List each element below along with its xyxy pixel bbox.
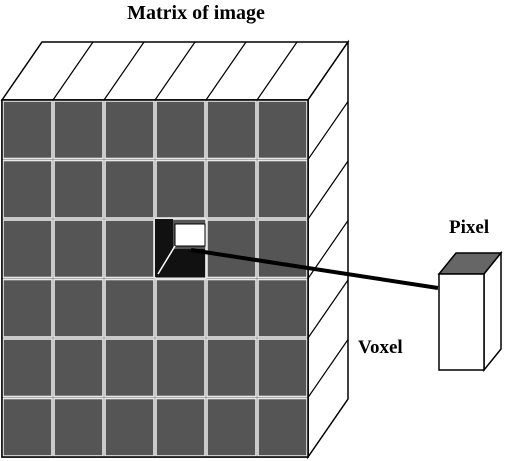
voxel-connector-line bbox=[190, 248, 439, 290]
matrix-cell bbox=[2, 100, 53, 160]
front-face-border bbox=[1, 99, 309, 458]
top-face-divider bbox=[205, 41, 247, 101]
matrix-cell bbox=[155, 278, 206, 338]
image-matrix bbox=[0, 39, 350, 460]
matrix-cell bbox=[104, 338, 155, 398]
matrix-cell bbox=[206, 278, 257, 338]
side-face-divider bbox=[307, 160, 349, 220]
matrix-cell bbox=[155, 338, 206, 398]
matrix-cell bbox=[104, 219, 155, 279]
matrix-cell bbox=[2, 159, 53, 219]
matrix-cell bbox=[257, 338, 308, 398]
matrix-cell bbox=[53, 278, 104, 338]
matrix-cell bbox=[155, 100, 206, 160]
matrix-cell bbox=[257, 397, 308, 457]
matrix-cell bbox=[257, 219, 308, 279]
side-face-divider bbox=[307, 101, 349, 160]
highlighted-voxel bbox=[154, 218, 207, 280]
matrix-cell bbox=[53, 100, 104, 160]
matrix-cell bbox=[206, 397, 257, 457]
pixel-cube bbox=[437, 250, 503, 373]
voxel-edge bbox=[157, 245, 176, 275]
voxel-label: Voxel bbox=[358, 337, 403, 358]
top-face-divider bbox=[154, 41, 196, 101]
matrix-cell bbox=[206, 338, 257, 398]
matrix-cell bbox=[53, 397, 104, 457]
matrix-cell bbox=[2, 278, 53, 338]
matrix-cell bbox=[53, 338, 104, 398]
matrix-cell bbox=[155, 397, 206, 457]
voxel-bottom-shadow bbox=[155, 249, 205, 277]
matrix-cell bbox=[257, 278, 308, 338]
matrix-cell bbox=[206, 219, 257, 279]
side-face-divider bbox=[307, 279, 349, 339]
matrix-cell bbox=[257, 100, 308, 160]
top-face-divider bbox=[52, 41, 94, 101]
diagram-title: Matrix of image bbox=[127, 2, 265, 24]
pixel-front-face bbox=[438, 273, 485, 371]
matrix-cell bbox=[257, 159, 308, 219]
matrix-cell bbox=[206, 100, 257, 160]
matrix-side-face bbox=[307, 39, 349, 460]
pixel-side-face bbox=[483, 250, 502, 373]
matrix-cell bbox=[206, 159, 257, 219]
top-face-divider bbox=[256, 41, 298, 101]
matrix-cell bbox=[104, 100, 155, 160]
pixel-label: Pixel bbox=[449, 217, 489, 238]
matrix-cell bbox=[104, 278, 155, 338]
voxel-left-shadow bbox=[155, 219, 173, 277]
matrix-cell bbox=[53, 159, 104, 219]
matrix-top-face bbox=[0, 41, 350, 101]
matrix-front-grid bbox=[1, 99, 309, 458]
matrix-cell bbox=[53, 219, 104, 279]
voxel-back-face bbox=[174, 223, 206, 247]
matrix-cell bbox=[2, 219, 53, 279]
matrix-cell bbox=[104, 159, 155, 219]
top-face-divider bbox=[103, 41, 145, 101]
matrix-cell bbox=[104, 397, 155, 457]
side-face-divider bbox=[307, 339, 349, 398]
matrix-cell bbox=[2, 338, 53, 398]
matrix-cell bbox=[155, 159, 206, 219]
matrix-cell bbox=[2, 397, 53, 457]
